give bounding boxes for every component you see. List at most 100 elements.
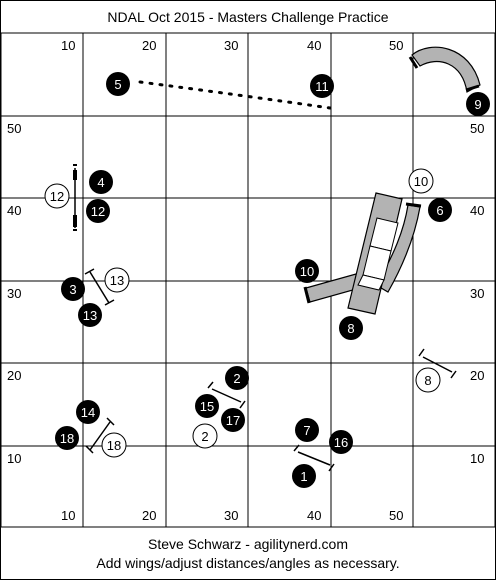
jump-bar bbox=[297, 451, 331, 466]
grid-label: 50 bbox=[470, 121, 484, 136]
jump-bar-segment bbox=[73, 170, 77, 180]
marker-alt-18 bbox=[101, 432, 127, 458]
grid-label: 40 bbox=[470, 203, 484, 218]
grid-label: 30 bbox=[470, 286, 484, 301]
marker-alt-8-label: 8 bbox=[424, 373, 431, 388]
marker-4 bbox=[89, 170, 113, 194]
marker-8-label: 8 bbox=[347, 321, 354, 336]
marker-14-label: 14 bbox=[81, 405, 95, 420]
marker-9-label: 9 bbox=[474, 97, 481, 112]
jump-bar-end bbox=[85, 445, 94, 454]
marker-17 bbox=[221, 408, 245, 432]
jump-bar-end bbox=[84, 268, 95, 275]
marker-15-label: 15 bbox=[200, 399, 214, 414]
grid-labels-top: 10 20 30 40 50 bbox=[61, 38, 403, 53]
marker-alt-2 bbox=[192, 423, 218, 449]
marker-1 bbox=[292, 464, 316, 488]
marker-18-label: 18 bbox=[60, 431, 74, 446]
marker-4-label: 4 bbox=[97, 175, 104, 190]
grid-label: 50 bbox=[389, 38, 403, 53]
grid-label: 10 bbox=[470, 451, 484, 466]
marker-10 bbox=[295, 259, 319, 283]
tunnel-opening bbox=[303, 286, 311, 304]
jump-13 bbox=[84, 268, 115, 306]
page-title: NDAL Oct 2015 - Masters Challenge Practi… bbox=[107, 9, 388, 25]
tunnel-opening bbox=[465, 84, 480, 92]
jump-18 bbox=[85, 417, 115, 454]
jump-bar-end bbox=[104, 299, 115, 306]
marker-7-label: 7 bbox=[303, 423, 310, 438]
grid-label: 50 bbox=[389, 508, 403, 523]
grid-label: 10 bbox=[7, 451, 21, 466]
marker-alt-8 bbox=[415, 367, 441, 393]
grid-label: 20 bbox=[142, 508, 156, 523]
grid-label: 40 bbox=[7, 203, 21, 218]
jump-bar-end bbox=[328, 463, 335, 472]
dog-walk bbox=[347, 192, 403, 315]
grid-labels-right: 50 40 30 20 10 bbox=[470, 121, 484, 466]
jump-bar-end bbox=[450, 370, 457, 379]
marker-7 bbox=[295, 418, 319, 442]
marker-17-label: 17 bbox=[226, 413, 240, 428]
jump-bar bbox=[89, 271, 110, 304]
marker-13 bbox=[78, 303, 102, 327]
jump-8 bbox=[418, 348, 457, 379]
path-dotted-line bbox=[138, 80, 332, 110]
footer-author: Steve Schwarz - agilitynerd.com bbox=[148, 536, 348, 552]
tunnel-body bbox=[411, 46, 481, 93]
marker-alt-13 bbox=[104, 267, 130, 293]
jump-2 bbox=[207, 381, 246, 409]
grid-label: 30 bbox=[7, 286, 21, 301]
marker-3-label: 3 bbox=[69, 282, 76, 297]
marker-6-label: 6 bbox=[436, 203, 443, 218]
marker-13-label: 13 bbox=[83, 308, 97, 323]
jump-1 bbox=[293, 444, 335, 472]
grid-label: 20 bbox=[7, 368, 21, 383]
tunnel-opening bbox=[408, 56, 419, 69]
marker-12 bbox=[86, 199, 110, 223]
marker-12-label: 12 bbox=[91, 204, 105, 219]
grid-label: 50 bbox=[7, 121, 21, 136]
marker-alt-12 bbox=[44, 183, 70, 209]
grid-label: 20 bbox=[470, 368, 484, 383]
jump-bar bbox=[422, 356, 453, 373]
marker-alt-12-label: 12 bbox=[50, 189, 64, 204]
grid-label: 10 bbox=[61, 38, 75, 53]
marker-2-label: 2 bbox=[233, 371, 240, 386]
jump-bar bbox=[211, 388, 242, 403]
marker-9 bbox=[466, 92, 490, 116]
jump-bar-end bbox=[207, 381, 214, 389]
marker-11 bbox=[310, 74, 334, 98]
jump-bar-end bbox=[106, 417, 115, 426]
marker-2 bbox=[225, 366, 249, 390]
grid-label: 20 bbox=[142, 38, 156, 53]
jump-bar-segment bbox=[73, 215, 77, 227]
marker-5 bbox=[106, 72, 130, 96]
marker-alt-2-label: 2 bbox=[201, 429, 208, 444]
grid-label: 40 bbox=[307, 38, 321, 53]
jump-bar-end bbox=[418, 348, 425, 357]
marker-10-label: 10 bbox=[300, 264, 314, 279]
jump-bar bbox=[89, 421, 111, 451]
jump-bar-12 bbox=[73, 164, 77, 231]
grid-labels-left: 50 40 30 20 10 bbox=[7, 121, 21, 466]
grid-labels-bottom: 10 20 30 40 50 bbox=[61, 508, 403, 523]
marker-alt-13-label: 13 bbox=[110, 273, 124, 288]
grid-label: 30 bbox=[224, 508, 238, 523]
dark-markers: 5 11 9 4 12 6 3 13 10 8 2 15 17 14 18 7 bbox=[55, 72, 490, 488]
marker-15 bbox=[195, 394, 219, 418]
marker-alt-10-label: 10 bbox=[414, 174, 428, 189]
marker-11-label: 11 bbox=[315, 79, 329, 94]
jump-bar-end bbox=[293, 444, 300, 452]
marker-1-label: 1 bbox=[300, 469, 307, 484]
marker-3 bbox=[61, 277, 85, 301]
teeter-curved-tunnel bbox=[375, 202, 422, 293]
marker-16-label: 16 bbox=[334, 435, 348, 450]
marker-6 bbox=[428, 198, 452, 222]
grid-label: 10 bbox=[61, 508, 75, 523]
marker-8 bbox=[339, 316, 363, 340]
footer-note: Add wings/adjust distances/angles as nec… bbox=[96, 555, 399, 571]
marker-alt-10 bbox=[408, 168, 434, 194]
grid-label: 30 bbox=[224, 38, 238, 53]
grid-label: 40 bbox=[307, 508, 321, 523]
